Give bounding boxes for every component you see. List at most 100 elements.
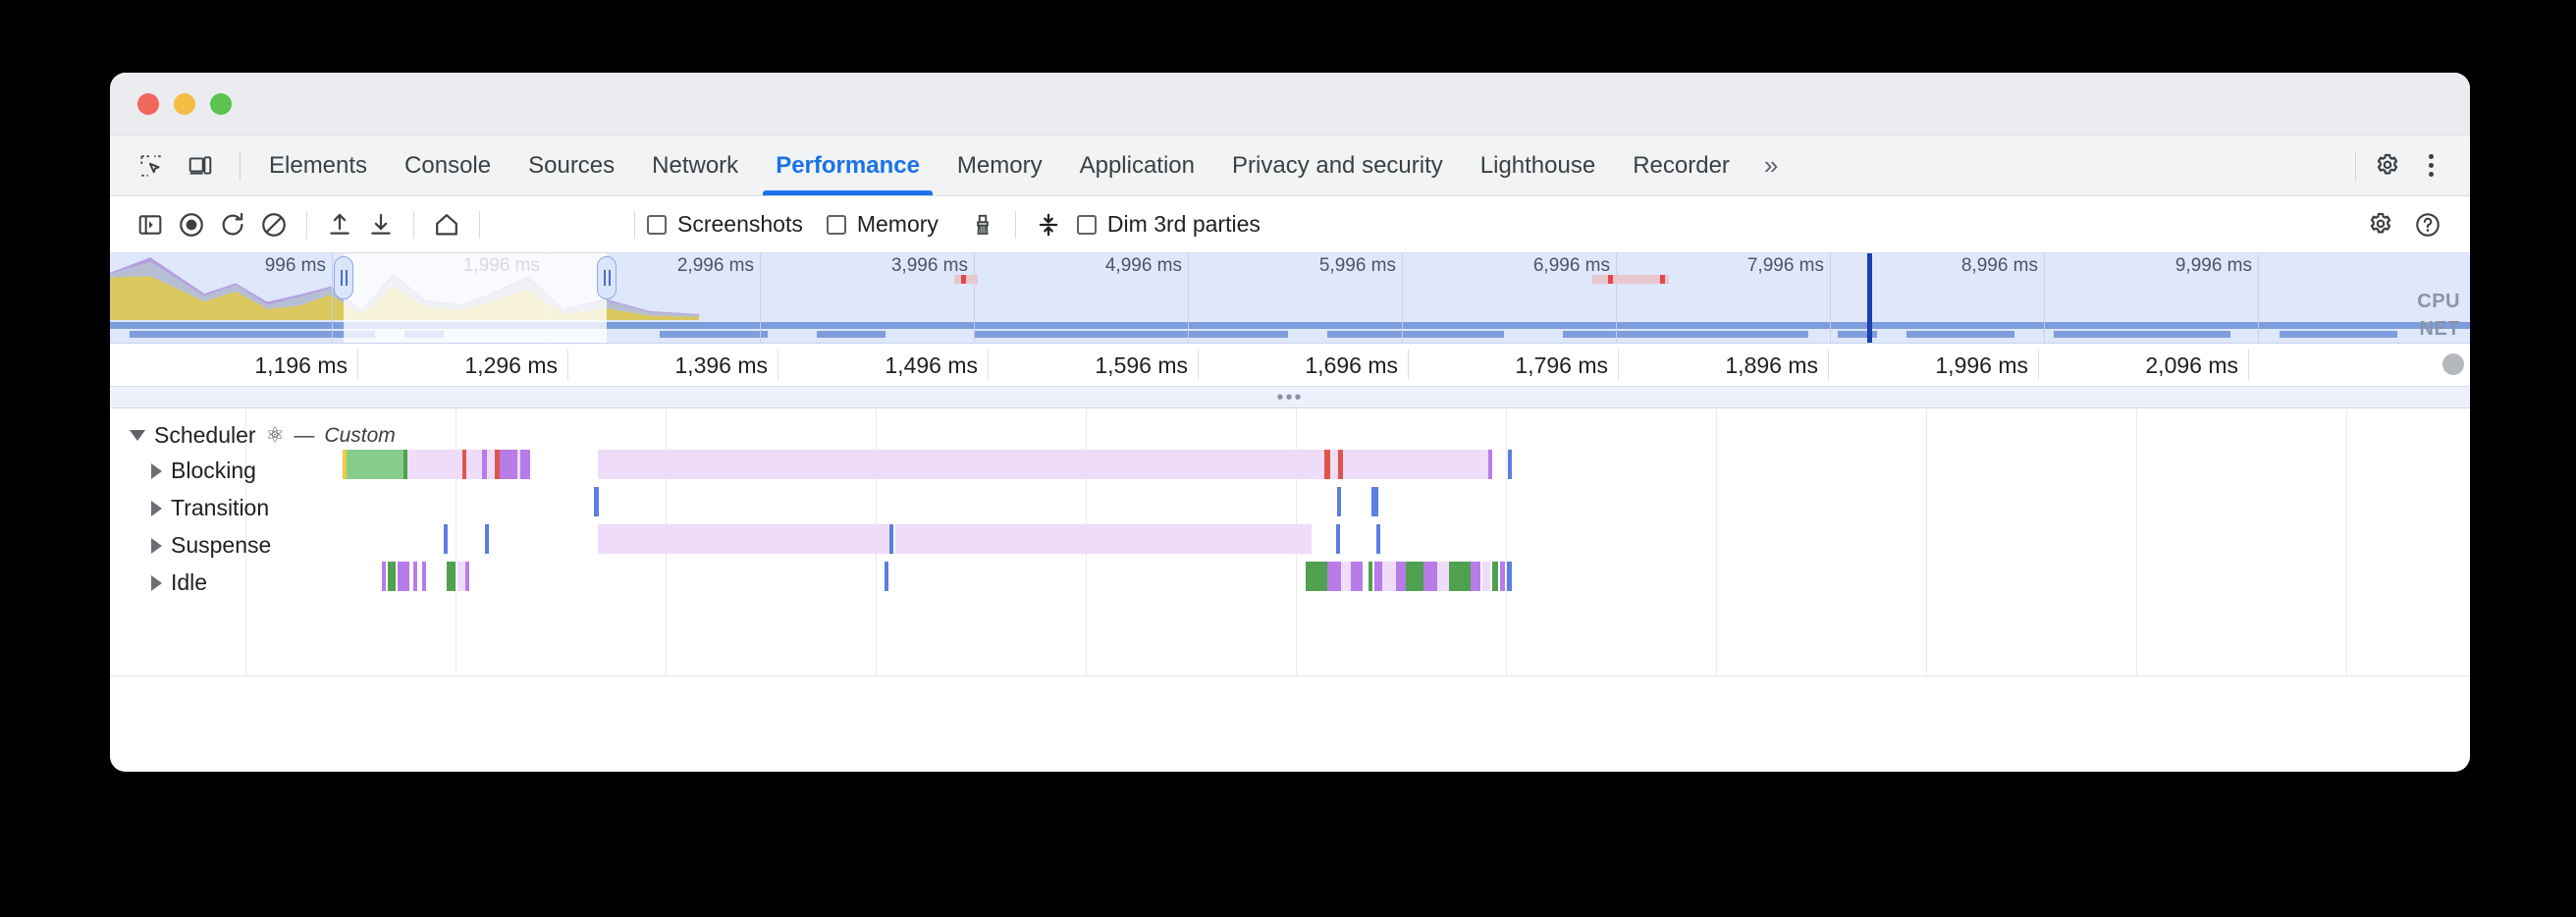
overview-window-right-handle[interactable]: [597, 256, 617, 299]
clear-button[interactable]: [253, 204, 295, 245]
flame-event-block[interactable]: [1341, 562, 1351, 591]
track-band-transition[interactable]: [110, 487, 2470, 516]
flame-chart-tracks[interactable]: Scheduler ⚛ — Custom Blocking Transition…: [110, 408, 2470, 772]
flame-event-block[interactable]: [1492, 562, 1498, 591]
flame-event-block[interactable]: [1327, 562, 1341, 591]
capture-settings-gear-icon[interactable]: [2360, 204, 2401, 245]
flame-event-block[interactable]: [1330, 450, 1338, 479]
track-row-suspense[interactable]: Suspense: [151, 532, 271, 559]
track-band-blocking[interactable]: [110, 450, 2470, 479]
flame-event-block[interactable]: [1423, 562, 1437, 591]
flame-event-block[interactable]: [520, 450, 530, 479]
flame-event-block[interactable]: [462, 450, 466, 479]
memory-checkbox[interactable]: [826, 214, 846, 235]
overview-selected-window[interactable]: [344, 253, 607, 343]
chevron-right-icon[interactable]: [151, 462, 162, 479]
tab-elements[interactable]: Elements: [269, 151, 368, 179]
chevron-down-icon[interactable]: [130, 430, 145, 441]
flame-event-block[interactable]: [347, 450, 403, 479]
flame-event-block[interactable]: [1482, 562, 1490, 591]
flame-event-block[interactable]: [500, 450, 517, 479]
flame-event-block[interactable]: [403, 450, 407, 479]
flame-event-block[interactable]: [1337, 487, 1341, 516]
track-band-idle[interactable]: [110, 562, 2470, 591]
minimize-window-button[interactable]: [174, 92, 195, 115]
download-profile-button[interactable]: [360, 204, 402, 245]
track-row-blocking[interactable]: Blocking: [151, 458, 256, 484]
more-tabs-chevron-icon[interactable]: »: [1763, 150, 1779, 180]
chevron-right-icon[interactable]: [151, 537, 162, 554]
flame-event-block[interactable]: [1343, 450, 1488, 479]
toggle-sidebar-button[interactable]: [130, 204, 171, 245]
flame-event-block[interactable]: [1368, 562, 1372, 591]
more-vertical-icon[interactable]: [2409, 144, 2452, 188]
flame-event-block[interactable]: [422, 562, 426, 591]
flame-event-block[interactable]: [594, 487, 599, 516]
close-window-button[interactable]: [137, 92, 159, 115]
flame-event-block[interactable]: [598, 450, 1324, 479]
help-circle-icon[interactable]: [2407, 204, 2448, 245]
flame-event-block[interactable]: [343, 450, 347, 479]
tab-privacy-and-security[interactable]: Privacy and security: [1232, 151, 1443, 179]
tab-recorder[interactable]: Recorder: [1633, 151, 1730, 179]
gear-icon[interactable]: [2366, 144, 2409, 188]
collect-garbage-brush-icon[interactable]: [962, 204, 1003, 245]
flame-event-block[interactable]: [1508, 450, 1512, 479]
flame-event-block[interactable]: [1507, 562, 1512, 591]
flame-event-block[interactable]: [1500, 562, 1505, 591]
flame-event-block[interactable]: [482, 450, 487, 479]
flame-event-block[interactable]: [407, 450, 462, 479]
flame-event-block[interactable]: [447, 562, 456, 591]
device-toolbar-icon[interactable]: [179, 144, 222, 188]
upload-profile-button[interactable]: [319, 204, 360, 245]
zoom-window-button[interactable]: [210, 92, 232, 115]
flame-event-block[interactable]: [485, 524, 489, 554]
flame-event-block[interactable]: [1336, 524, 1340, 554]
flame-event-block[interactable]: [1471, 562, 1480, 591]
tab-application[interactable]: Application: [1079, 151, 1196, 179]
flame-event-block[interactable]: [495, 450, 500, 479]
tab-sources[interactable]: Sources: [528, 151, 616, 179]
flame-event-block[interactable]: [1382, 562, 1396, 591]
flame-event-block[interactable]: [382, 562, 386, 591]
chevron-right-icon[interactable]: [151, 500, 162, 516]
flame-event-block[interactable]: [398, 562, 409, 591]
flame-event-block[interactable]: [895, 524, 1312, 554]
chevron-right-icon[interactable]: [151, 574, 162, 591]
tab-lighthouse[interactable]: Lighthouse: [1479, 151, 1596, 179]
overview-window-left-handle[interactable]: [334, 256, 353, 299]
flame-event-block[interactable]: [1338, 450, 1343, 479]
flame-event-block[interactable]: [1437, 562, 1449, 591]
flame-event-block[interactable]: [444, 524, 448, 554]
flame-event-block[interactable]: [889, 524, 893, 554]
track-row-idle[interactable]: Idle: [151, 569, 207, 596]
flame-event-block[interactable]: [1351, 562, 1363, 591]
flame-event-block[interactable]: [598, 524, 889, 554]
flame-event-block[interactable]: [466, 450, 482, 479]
flame-event-block[interactable]: [457, 562, 465, 591]
flame-event-block[interactable]: [413, 562, 417, 591]
flame-event-block[interactable]: [1488, 450, 1492, 479]
flame-event-block[interactable]: [487, 450, 495, 479]
tab-network[interactable]: Network: [652, 151, 739, 179]
flame-event-block[interactable]: [1374, 562, 1382, 591]
timeline-scroll-knob[interactable]: [2442, 353, 2464, 375]
flame-event-block[interactable]: [517, 450, 520, 479]
flame-event-block[interactable]: [1324, 450, 1330, 479]
back-to-live-button[interactable]: [426, 204, 467, 245]
flame-event-block[interactable]: [1449, 562, 1471, 591]
panel-resizer-handle[interactable]: •••: [110, 387, 2470, 408]
inspect-element-icon[interactable]: [130, 144, 173, 188]
screenshots-checkbox[interactable]: [647, 214, 667, 235]
collapse-vertical-arrows-icon[interactable]: [1028, 204, 1069, 245]
flame-event-block[interactable]: [1396, 562, 1406, 591]
timeline-ruler[interactable]: 1,196 ms 1,296 ms 1,396 ms 1,496 ms 1,59…: [110, 344, 2470, 387]
tab-console[interactable]: Console: [404, 151, 492, 179]
record-button[interactable]: [171, 204, 212, 245]
flame-event-block[interactable]: [1371, 487, 1378, 516]
flame-event-block[interactable]: [1376, 524, 1380, 554]
flame-event-block[interactable]: [1406, 562, 1423, 591]
track-row-transition[interactable]: Transition: [151, 495, 269, 521]
reload-and-record-button[interactable]: [212, 204, 253, 245]
flame-event-block[interactable]: [465, 562, 469, 591]
